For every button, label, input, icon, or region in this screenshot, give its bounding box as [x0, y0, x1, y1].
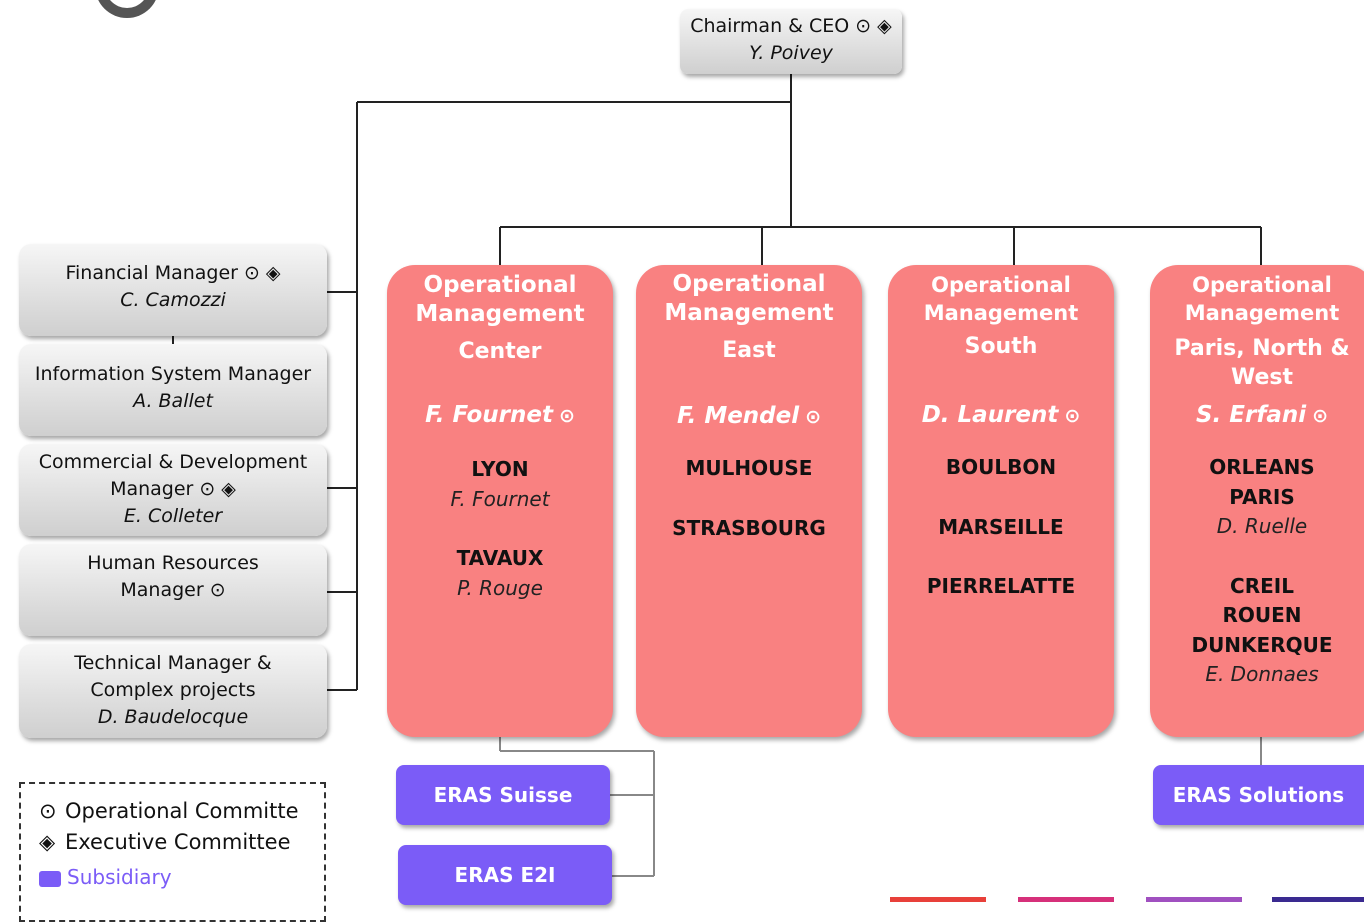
subsidiary-eras-e2i: ERAS E2I: [398, 845, 612, 905]
operational-committee-icon: ⊙: [39, 799, 57, 823]
subsidiary-eras-suisse: ERAS Suisse: [396, 765, 610, 825]
subsidiary-eras-solutions: ERAS Solutions: [1153, 765, 1364, 825]
legend-label: Operational Committe: [65, 799, 299, 823]
staff-title: Financial Manager: [65, 262, 238, 284]
executive-committee-icon: ◈: [221, 478, 236, 500]
op-region: South: [964, 334, 1038, 359]
site-name: TAVAUX: [456, 546, 544, 570]
site-name: ORLEANS: [1209, 455, 1315, 479]
site-name: MARSEILLE: [938, 514, 1064, 539]
op-head-name: F. Fournet: [425, 402, 553, 428]
org-chart: Chairman & CEO⊙◈ Y. Poivey Financial Man…: [19, 0, 1364, 922]
operational-south-box: Operational Management South D. Laurent⊙…: [888, 265, 1114, 737]
site-manager: F. Fournet: [450, 486, 550, 511]
legend-item-subsidiary: Subsidiary: [39, 862, 324, 893]
op-heading-line2: Management: [664, 300, 834, 326]
site-name: CREIL: [1230, 573, 1294, 598]
op-heading-line2: Management: [1184, 301, 1340, 325]
site-name: BOULBON: [945, 455, 1057, 479]
operational-committee-icon: ⊙: [243, 262, 260, 284]
footer-color-strip-4: [1272, 897, 1364, 902]
op-head-name: F. Mendel: [676, 403, 800, 429]
staff-title: Information System Manager: [34, 363, 312, 385]
legend-item-executive: ◈ Executive Committee: [39, 827, 324, 858]
staff-name: A. Ballet: [133, 390, 213, 412]
legend: ⊙ Operational Committe ◈ Executive Committ…: [19, 782, 326, 922]
footer-color-strip-1: [890, 897, 986, 902]
operational-center-box: Operational Management Center F. Fournet…: [387, 265, 613, 737]
legend-item-operational: ⊙ Operational Committe: [39, 796, 324, 827]
operational-committee-icon: ⊙: [805, 406, 822, 428]
staff-title-line1: Technical Manager &: [74, 652, 272, 674]
footer-color-strip-2: [1018, 897, 1114, 902]
executive-committee-icon: ◈: [877, 15, 892, 37]
ceo-title: Chairman & CEO: [690, 15, 850, 37]
operational-committee-icon: ⊙: [199, 478, 216, 500]
footer-color-strip-3: [1146, 897, 1242, 902]
op-heading-line1: Operational: [423, 272, 577, 298]
operational-committee-icon: ⊙: [1064, 405, 1081, 427]
op-heading-line2: Management: [415, 301, 585, 327]
staff-name: D. Baudelocque: [97, 706, 249, 728]
op-head-name: S. Erfani: [1195, 402, 1307, 428]
site-manager: P. Rouge: [457, 575, 543, 600]
operational-committee-icon: ⊙: [209, 579, 226, 601]
staff-name: C. Camozzi: [120, 289, 226, 311]
human-resources-manager-box: Human Resources Manager⊙: [19, 544, 327, 636]
staff-title-line1: Commercial & Development: [38, 451, 308, 473]
op-heading-line2: Management: [923, 301, 1079, 325]
staff-title-line1: Human Resources: [87, 552, 259, 574]
site-name: MULHOUSE: [685, 456, 813, 480]
operational-east-box: Operational Management East F. Mendel⊙ M…: [636, 265, 862, 737]
op-region-line2: West: [1230, 365, 1293, 390]
site-name: DUNKERQUE: [1191, 632, 1333, 657]
op-region-line1: Paris, North &: [1174, 336, 1350, 361]
op-region: Center: [458, 339, 542, 364]
site-name: LYON: [471, 457, 529, 481]
information-system-manager-box: Information System Manager A. Ballet: [19, 344, 327, 436]
op-heading-line1: Operational: [931, 273, 1071, 297]
operational-paris-north-west-box: Operational Management Paris, North & We…: [1150, 265, 1364, 737]
executive-committee-icon: ◈: [265, 262, 281, 284]
op-region: East: [722, 338, 776, 363]
ceo-box: Chairman & CEO⊙◈ Y. Poivey: [680, 9, 902, 74]
financial-manager-box: Financial Manager⊙◈ C. Camozzi: [19, 244, 327, 336]
staff-title-line2: Manager: [120, 579, 204, 601]
ceo-name: Y. Poivey: [749, 42, 833, 64]
site-name: ROUEN: [1222, 603, 1302, 627]
op-heading-line1: Operational: [1192, 273, 1332, 297]
connector-lines: [172, 74, 1262, 877]
operational-committee-icon: ⊙: [1312, 405, 1329, 427]
site-name: PARIS: [1229, 484, 1295, 509]
staff-title-line2: Manager: [110, 478, 194, 500]
operational-committee-icon: ⊙: [558, 405, 575, 427]
executive-committee-icon: ◈: [39, 830, 56, 854]
operational-committee-icon: ⊙: [855, 15, 872, 37]
legend-label: Executive Committee: [65, 830, 291, 854]
op-heading-line1: Operational: [672, 271, 826, 297]
site-manager: D. Ruelle: [1216, 514, 1308, 538]
technical-manager-box: Technical Manager & Complex projects D. …: [19, 644, 327, 738]
legend-label: Subsidiary: [67, 865, 172, 889]
site-name: STRASBOURG: [672, 515, 826, 540]
site-manager: E. Donnaes: [1205, 662, 1319, 686]
commercial-development-manager-box: Commercial & Development Manager⊙◈ E. Co…: [19, 444, 327, 536]
subsidiary-swatch: [39, 870, 61, 887]
site-name: PIERRELATTE: [926, 574, 1076, 598]
staff-title-line2: Complex projects: [90, 679, 256, 701]
op-head-name: D. Laurent: [921, 402, 1059, 428]
staff-name: E. Colleter: [123, 505, 223, 527]
